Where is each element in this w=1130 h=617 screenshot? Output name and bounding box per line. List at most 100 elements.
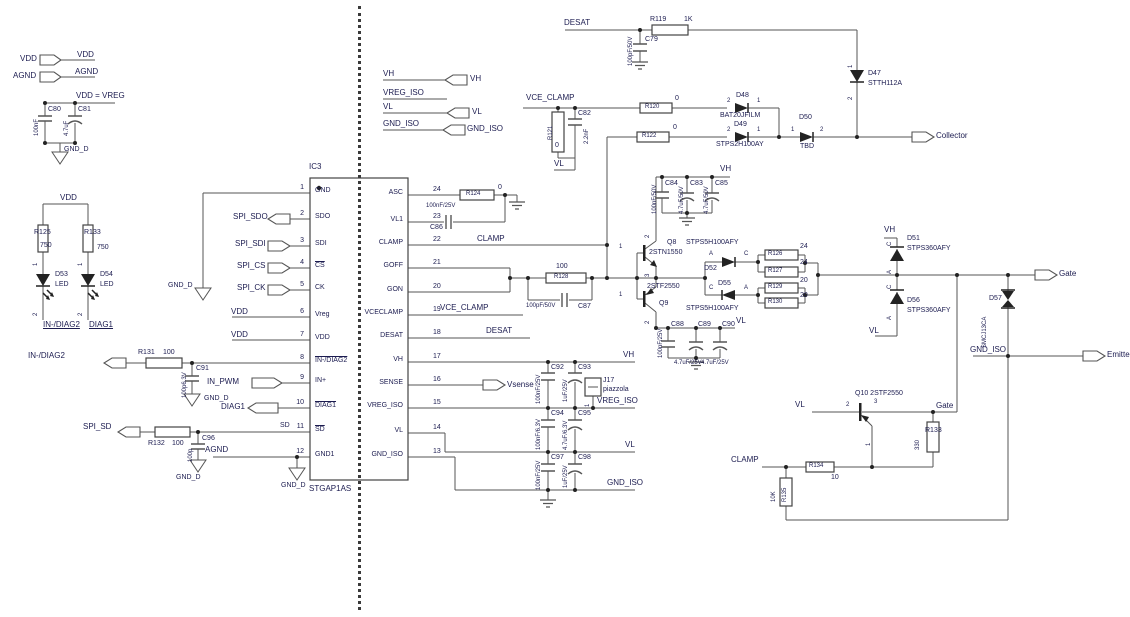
refdes: C89 [698, 321, 711, 328]
pin-name: SD [315, 426, 325, 433]
polarized-plates [67, 120, 728, 475]
port-label: Gate [1059, 269, 1077, 278]
refdes: D56 [907, 297, 920, 304]
refdes: D53 [55, 271, 68, 278]
resistor-R121 [551, 111, 565, 153]
pin-name: GND_ISO [371, 451, 403, 458]
pin-number: 2 [78, 312, 84, 316]
pin-name: GON [387, 286, 403, 293]
pin-name: A [887, 315, 893, 320]
net-label: GND_D [176, 474, 201, 481]
port-label: IN-/DIAG2 [28, 351, 65, 360]
net-label: CLAMP [477, 234, 505, 243]
refdes: Q9 [659, 300, 669, 307]
refdes: C83 [690, 180, 703, 187]
resistor-R131 [145, 357, 183, 369]
port-label: VDD [20, 54, 37, 63]
ic-refdes: IC3 [309, 162, 322, 171]
port-label: VH [470, 74, 482, 83]
value: LED [55, 281, 69, 288]
value: 100nF/25V [426, 203, 456, 209]
refdes: C88 [671, 321, 684, 328]
port-emitter [1082, 350, 1107, 362]
pin-number: 2 [727, 127, 731, 133]
pin-name: VH [393, 356, 403, 363]
pin-number: 2 [846, 402, 850, 408]
net-label: GND_D [281, 482, 306, 489]
port-label: IN_PWM [207, 377, 239, 386]
refdes: C97 [551, 454, 564, 461]
value: 1K [684, 16, 693, 23]
pin-number: 1 [300, 184, 304, 191]
net-label: VREG_ISO [383, 88, 424, 97]
pin-name: Vreg [315, 311, 330, 318]
diode-D49 [735, 132, 748, 142]
port-label: SPI_CK [237, 283, 266, 292]
resistor-R125 [37, 224, 49, 253]
refdes: C85 [715, 180, 728, 187]
port-label: GND_ISO [467, 124, 504, 133]
part-number: piazzola [603, 386, 629, 393]
refdes: R132 [148, 440, 165, 447]
refdes: C93 [578, 364, 591, 371]
pin-name: C [887, 284, 893, 289]
refdes: C80 [48, 106, 61, 113]
port-label: DIAG1 [221, 402, 246, 411]
pin-number: 1 [619, 292, 623, 298]
value: TBD [800, 143, 814, 150]
value: 100nF/25V [658, 328, 664, 358]
pin-number: 1 [33, 262, 39, 266]
pin-name: A [744, 285, 749, 291]
value: 100p [188, 448, 194, 462]
refdes: D52 [704, 265, 717, 272]
value: 100 [163, 349, 175, 356]
pin-name: DESAT [380, 332, 403, 339]
pin-number: 1 [757, 98, 761, 104]
value: 24 [800, 259, 808, 266]
pin-number: 2 [33, 312, 39, 316]
refdes: R119 [650, 16, 667, 23]
part-number: BAT20JFILM [720, 112, 761, 119]
refdes: Q10 2STF2550 [855, 390, 903, 397]
net-label: GND_ISO [607, 478, 644, 487]
part-number: 2STF2550 [647, 283, 680, 290]
pin-number: 1 [78, 262, 84, 266]
net-label: VL [869, 326, 879, 335]
resistor-R126 [764, 249, 799, 261]
value: 10K [771, 491, 777, 502]
port-vdd [39, 54, 62, 66]
port-gate [1034, 269, 1059, 281]
part-number: STTH112A [868, 80, 903, 87]
value: 100nF [34, 118, 40, 136]
refdes: D55 [718, 280, 731, 287]
pin-name: CK [315, 284, 325, 291]
pin-number: 17 [433, 353, 441, 360]
value: 100nF/6.3V [536, 418, 542, 450]
pin-name: SDI [315, 240, 327, 247]
pin-number: 22 [433, 236, 441, 243]
pin-name: CLAMP [378, 239, 403, 246]
value: 750 [40, 242, 52, 249]
pin-name: DIAG1 [315, 402, 337, 409]
pin-number: 4 [300, 259, 304, 266]
value: 0 [555, 142, 559, 149]
net-label: VDD [231, 330, 248, 339]
refdes: D54 [100, 271, 113, 278]
pin-name: VL1 [390, 216, 403, 223]
ic-part-number: STGAP1AS [309, 484, 352, 493]
resistor-R119 [651, 24, 689, 36]
value: 10 [831, 474, 839, 481]
part-number: STPS5H100AFY [686, 305, 739, 312]
port-spi-cs [267, 262, 292, 274]
net-label: VDD [77, 50, 94, 59]
value: 2.2nF [584, 128, 590, 144]
net-label: CLAMP [731, 455, 759, 464]
net-label: VL [383, 102, 393, 111]
net-label: IN-/DIAG2 [43, 320, 80, 329]
value: 4.7uF/25V [674, 360, 702, 366]
diode-bars [36, 81, 1015, 309]
resistor-R127 [764, 266, 799, 278]
port-vsense [482, 379, 507, 391]
pin-number: 19 [433, 306, 441, 313]
